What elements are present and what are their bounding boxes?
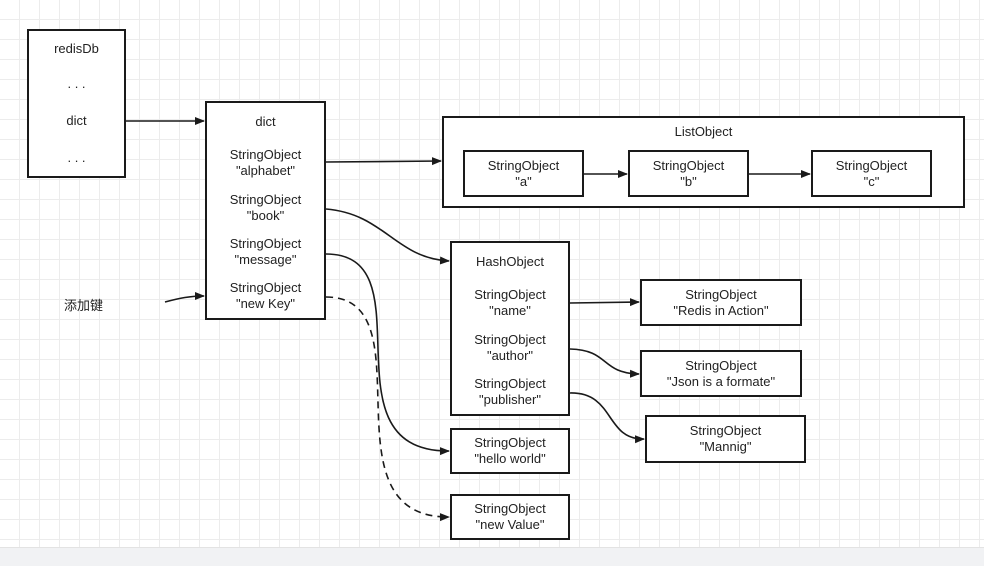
value-text-label: "Json is a formate" — [666, 373, 776, 389]
value-type-label: StringObject — [474, 501, 546, 516]
arrow-alphabet-to-list-object — [325, 157, 442, 166]
arrow-name-to-redis-in-action — [569, 298, 640, 307]
value-type-label: StringObject — [474, 435, 546, 450]
list-item-b: StringObject "b" — [628, 150, 749, 197]
redisdb-row-label: dict — [66, 112, 87, 128]
value-type-label: StringObject — [689, 423, 762, 438]
item-value-label: "c" — [863, 173, 880, 189]
value-text-label: "Redis in Action" — [673, 302, 769, 318]
value-text-label: "Mannig" — [699, 439, 752, 454]
redisdb-row-dict: dict — [27, 102, 126, 141]
item-type-label: StringObject — [487, 157, 560, 173]
entry-type-label: StringObject — [229, 279, 302, 295]
value-type-label: StringObject — [685, 286, 757, 302]
entry-key-label: "name" — [489, 302, 531, 318]
hash-entry-name: StringObject "name" — [450, 280, 570, 327]
arrow-new-key-to-new-value — [325, 296, 450, 522]
arrow-publisher-to-mannig — [569, 392, 645, 444]
entry-type-label: StringObject — [229, 235, 302, 251]
dict-header: dict — [205, 101, 326, 142]
add-key-label: 添加键 — [64, 299, 104, 314]
item-type-label: StringObject — [652, 157, 725, 173]
dict-entry-new-key: StringObject "new Key" — [205, 273, 326, 320]
entry-type-label: StringObject — [229, 191, 302, 207]
dict-header-label: dict — [255, 113, 276, 129]
item-value-label: "a" — [515, 173, 532, 189]
value-text-label: "new Value" — [475, 517, 545, 532]
redisdb-header-label: redisDb — [54, 40, 99, 56]
arrow-author-to-json-is-a-formate — [569, 348, 640, 378]
list-item-c: StringObject "c" — [811, 150, 932, 197]
entry-key-label: "new Key" — [235, 295, 296, 311]
arrow-book-to-hash-object — [325, 208, 450, 265]
dict-entry-book: StringObject "book" — [205, 185, 326, 232]
redisdb-row-ellipsis-1: . . . — [27, 66, 126, 104]
redisdb-row-label: . . . — [67, 149, 86, 165]
redisdb-header: redisDb — [27, 29, 126, 68]
arrow-add-key-to-new-key — [164, 292, 205, 303]
message-value-hello-world: StringObject "hello world" — [450, 428, 570, 474]
list-object-title: ListObject — [674, 124, 733, 139]
hash-value-mannig: StringObject "Mannig" — [645, 415, 806, 463]
list-item-a: StringObject "a" — [463, 150, 584, 197]
hash-object-header-label: HashObject — [476, 253, 544, 269]
hash-object-header: HashObject — [450, 241, 570, 282]
hash-entry-publisher: StringObject "publisher" — [450, 370, 570, 416]
new-value-box: StringObject "new Value" — [450, 494, 570, 540]
entry-type-label: StringObject — [474, 376, 546, 391]
entry-key-label: "message" — [234, 251, 297, 267]
entry-key-label: "book" — [246, 207, 285, 223]
entry-type-label: StringObject — [229, 146, 302, 162]
entry-key-label: "alphabet" — [235, 162, 296, 178]
value-type-label: StringObject — [685, 357, 757, 373]
dict-entry-message: StringObject "message" — [205, 230, 326, 275]
entry-key-label: "publisher" — [479, 392, 541, 407]
redisdb-row-label: . . . — [67, 76, 86, 91]
value-text-label: "hello world" — [474, 451, 546, 466]
entry-type-label: StringObject — [474, 286, 546, 302]
item-value-label: "b" — [680, 173, 697, 189]
entry-key-label: "author" — [486, 347, 534, 363]
hash-value-json-is-a-formate: StringObject "Json is a formate" — [640, 350, 802, 397]
item-type-label: StringObject — [835, 157, 908, 173]
bottom-status-bar — [0, 547, 984, 566]
entry-type-label: StringObject — [474, 331, 546, 347]
redisdb-row-ellipsis-2: . . . — [27, 139, 126, 178]
arrow-message-to-hello-world — [325, 253, 450, 456]
hash-value-redis-in-action: StringObject "Redis in Action" — [640, 279, 802, 326]
